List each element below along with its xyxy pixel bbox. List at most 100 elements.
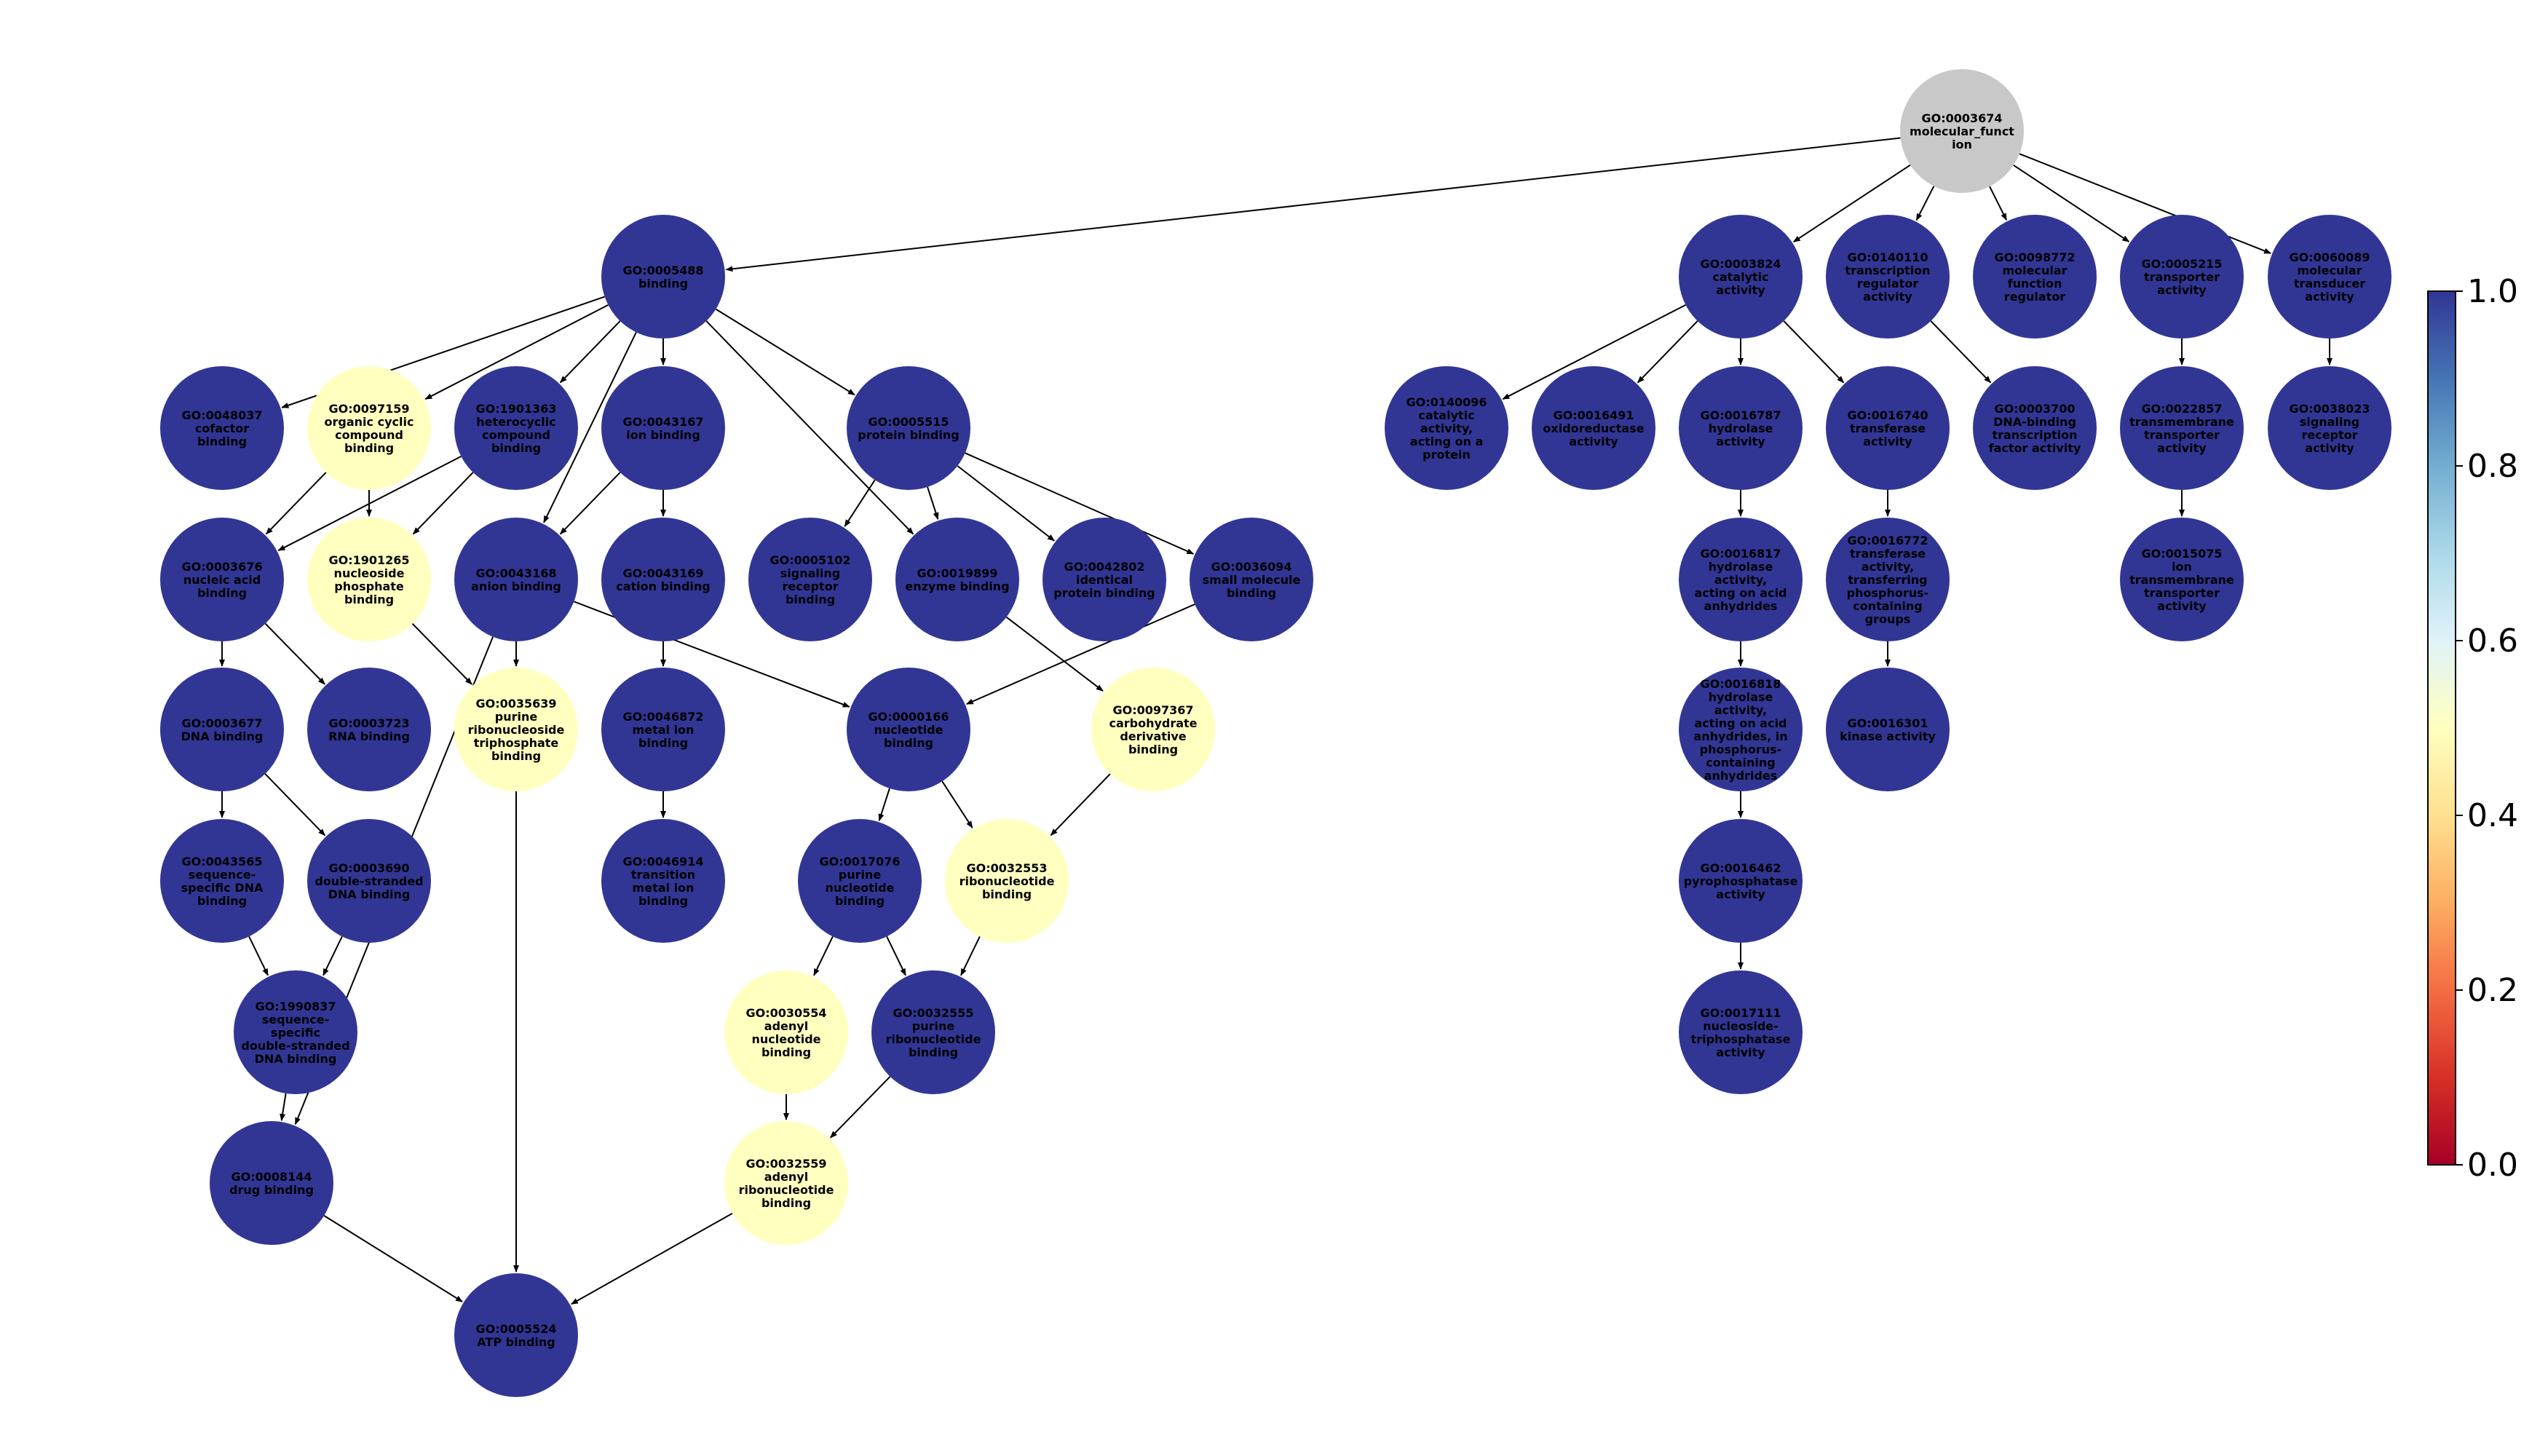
node-go-0035639: GO:0035639purineribonucleosidetriphospha…	[454, 668, 578, 791]
edge-go-0036094-to-go-0000166	[965, 604, 1195, 705]
node-label-line: adenyl	[764, 1019, 808, 1033]
node-label-line: GO:0032559	[745, 1157, 826, 1171]
colorbar-tick-label: 0.0	[2467, 1147, 2518, 1184]
node-label-line: molecular	[2002, 264, 2067, 277]
node-label-line: GO:0038023	[2289, 402, 2370, 416]
node-label-line: GO:0140110	[1847, 250, 1928, 264]
node-circle	[454, 518, 578, 641]
node-label-line: acting on acid	[1695, 586, 1787, 600]
node-label-line: binding	[197, 435, 247, 448]
node-label-line: GO:0030554	[745, 1006, 826, 1020]
edge-go-0003676-to-go-0003723	[264, 622, 325, 685]
node-circle	[210, 1121, 333, 1245]
node-circle	[847, 366, 970, 490]
node-label-line: GO:0043167	[622, 415, 703, 429]
node-label-line: ATP binding	[477, 1335, 555, 1349]
node-circle	[1826, 366, 1950, 490]
node-label-line: identical	[1076, 573, 1133, 587]
edge-go-0032559-to-go-0005524	[570, 1212, 733, 1305]
node-circle	[2268, 366, 2391, 490]
edge-go-0000166-to-go-0032553	[941, 780, 973, 828]
edge-go-0003824-to-go-0016491	[1637, 320, 1698, 384]
node-label-line: ion	[2172, 560, 2192, 574]
node-label-line: regulator	[2004, 290, 2066, 304]
node-label-line: GO:0003824	[1700, 257, 1781, 271]
node-label-line: protein	[1423, 448, 1471, 462]
node-circle	[601, 518, 725, 641]
node-label-line: DNA binding	[255, 1052, 337, 1066]
node-label-line: regulator	[1857, 277, 1919, 290]
node-label-line: hydrolase	[1709, 560, 1773, 574]
edge-go-0032553-to-go-0032555	[960, 936, 981, 976]
node-circle	[601, 215, 725, 339]
edge-go-0097367-to-go-0032553	[1050, 773, 1111, 836]
edge-go-1901363-to-go-0003676	[277, 456, 462, 552]
node-label-line: activity	[1569, 435, 1618, 448]
node-label-line: molecular	[2297, 264, 2362, 277]
node-label-line: transmembrane	[2129, 415, 2234, 429]
node-label-line: DNA binding	[328, 887, 411, 901]
edge-go-0003674-to-go-0003824	[1792, 164, 1911, 243]
node-label-line: triphosphatase	[1691, 1032, 1791, 1046]
node-label-line: function	[2008, 277, 2062, 290]
node-label-line: binding	[344, 441, 394, 455]
node-label-line: pyrophosphatase	[1684, 874, 1798, 888]
node-circle	[601, 668, 725, 791]
node-label-line: compound	[335, 428, 403, 442]
node-label-line: nucleotide	[874, 723, 943, 737]
edge-go-0017076-to-go-0030554	[813, 936, 834, 976]
node-label-line: catalytic	[1712, 270, 1768, 284]
node-label-line: transporter	[2144, 270, 2220, 284]
node-label-line: GO:0016817	[1700, 547, 1781, 561]
node-circle	[601, 366, 725, 490]
node-label-line: specific	[271, 1026, 320, 1040]
node-label-line: binding	[982, 887, 1032, 901]
node-label-line: carbohydrate	[1109, 716, 1197, 730]
node-label-line: signaling	[2300, 415, 2359, 429]
node-label-line: GO:0035639	[475, 697, 556, 711]
node-label-line: transporter	[2144, 428, 2220, 442]
node-label-line: GO:0060089	[2289, 250, 2370, 264]
colorbar-tick-label: 0.6	[2467, 622, 2518, 660]
edge-go-0005488-to-go-1901363	[559, 320, 621, 384]
node-circle	[160, 518, 284, 641]
node-label-line: binding	[786, 593, 835, 606]
node-label-line: ribonucleoside	[468, 723, 565, 737]
node-label-line: acting on a	[1410, 435, 1484, 448]
node-label-line: GO:0042802	[1064, 560, 1144, 574]
node-label-line: GO:0017111	[1700, 1006, 1781, 1020]
node-label-line: activity,	[1420, 422, 1473, 435]
node-label-line: ion	[1952, 138, 1972, 151]
node-label-line: phosphorus-	[1847, 586, 1929, 600]
node-label-line: anhydrides	[1704, 769, 1778, 783]
node-label-line: GO:0016301	[1847, 716, 1928, 730]
node-label-line: activity	[2157, 441, 2207, 455]
node-label-line: activity,	[1714, 573, 1767, 587]
node-go-0015075: GO:0015075iontransmembranetransporteract…	[2120, 518, 2244, 641]
edge-go-0019899-to-go-0097367	[1005, 616, 1104, 692]
node-label-line: metal ion	[633, 881, 695, 895]
node-label-line: GO:0000166	[868, 710, 949, 724]
node-label-line: GO:1901363	[475, 402, 556, 416]
node-label-line: GO:0019899	[917, 566, 997, 580]
node-circle	[847, 668, 970, 791]
node-label-line: anhydrides	[1704, 599, 1778, 613]
node-label-line: transmembrane	[2129, 573, 2234, 587]
edge-go-0043167-to-go-0043168	[559, 472, 621, 535]
